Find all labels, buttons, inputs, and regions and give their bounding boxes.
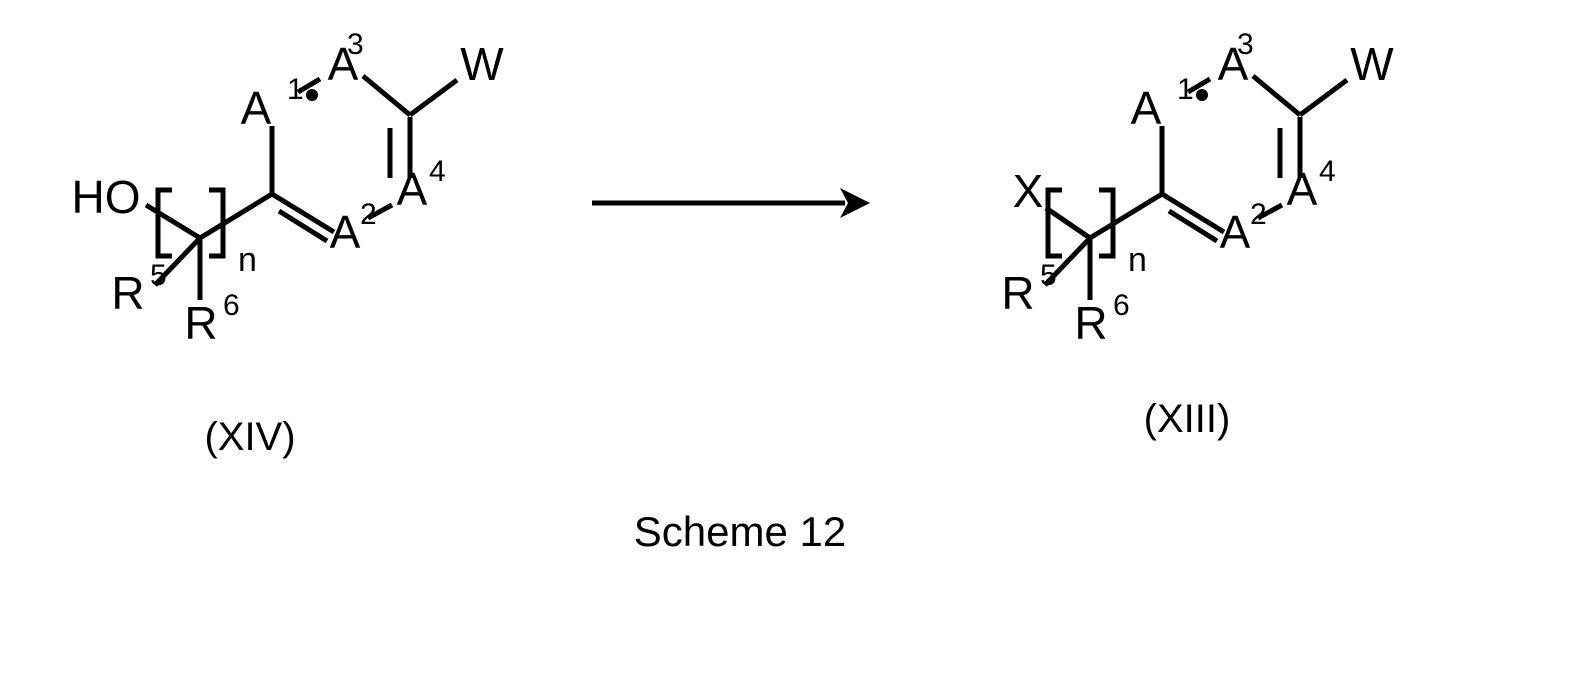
atom-sup-a1: 1: [287, 73, 304, 106]
bond-c-ring: [1088, 191, 1164, 241]
reaction-arrow: [592, 188, 870, 218]
substituent-sup-r5: 5: [1040, 259, 1057, 292]
atom-sup-a2: 2: [360, 198, 377, 231]
atom-label-w: W: [460, 38, 504, 90]
substituent-label-r6: R: [184, 297, 217, 349]
bond-ho-c: [144, 202, 202, 241]
scheme-caption: Scheme 12: [634, 508, 846, 555]
bond-x-c: [1044, 205, 1092, 241]
bond-a3-cw: [361, 74, 412, 117]
substituent-label-r5: R: [1001, 267, 1034, 319]
substituent-sup-r6: 6: [223, 289, 240, 322]
atom-label-a3: A: [1218, 38, 1249, 90]
leaving-group-label-ho: HO: [72, 171, 141, 223]
atom-label-a2: A: [330, 206, 361, 258]
bond-a4-a2: [1256, 202, 1284, 221]
atom-label-a3: A: [328, 38, 359, 90]
bond-cw-w: [1298, 77, 1349, 118]
compound-label-reactant: (XIV): [204, 415, 295, 459]
bond-cring-a2-outer: [270, 191, 336, 235]
repeat-bracket-left: [155, 187, 172, 259]
reactant-structure: A 1 A 3 A 4 A 2 W HO: [72, 28, 505, 459]
bond-a3-cw: [1251, 74, 1302, 117]
atom-label-w: W: [1350, 38, 1394, 90]
reactant-ring-bonds: [269, 74, 459, 244]
atom-sup-a3: 3: [347, 28, 364, 61]
atom-sup-a4: 4: [429, 155, 446, 188]
substituent-label-r6: R: [1074, 297, 1107, 349]
atom-label-a1: A: [1131, 82, 1162, 134]
bond-a1-a3: [1186, 76, 1212, 95]
bond-cring-a2-inner: [1167, 208, 1219, 244]
leaving-group-label-x: X: [1013, 165, 1044, 217]
product-structure: A 1 A 3 A 4 A 2 W X n R: [1001, 28, 1394, 441]
repeat-bracket-right: [209, 187, 226, 259]
atom-label-a2: A: [1220, 206, 1251, 258]
bond-cring-a2-outer: [1160, 191, 1226, 235]
reactant-chain: HO n R 5 R 6: [72, 171, 274, 349]
substituent-sup-r5: 5: [150, 259, 167, 292]
reactant-ring-labels: A 1 A 3 A 4 A 2 W: [241, 28, 505, 258]
repeat-subscript-n: n: [1128, 241, 1147, 279]
bond-cw-w: [408, 77, 459, 118]
product-ring-bonds: [1159, 74, 1349, 244]
bond-a4-a2: [366, 202, 394, 221]
compound-label-product: (XIII): [1144, 397, 1231, 441]
product-ring-labels: A 1 A 3 A 4 A 2 W: [1131, 28, 1395, 258]
atom-label-a1: A: [241, 82, 272, 134]
substituent-sup-r6: 6: [1113, 289, 1130, 322]
repeat-bracket-left: [1045, 187, 1062, 259]
atom-label-a4: A: [1287, 163, 1318, 215]
aromatic-dot-icon: [1196, 89, 1208, 101]
bond-c-r5: [153, 236, 202, 287]
bond-c-r5: [1043, 236, 1092, 287]
atom-sup-a2: 2: [1250, 198, 1267, 231]
bond-cring-a2-inner: [277, 208, 329, 244]
atom-label-a4: A: [397, 163, 428, 215]
arrow-head-icon: [840, 188, 870, 218]
product-chain: X n R 5 R 6: [1001, 165, 1164, 349]
atom-sup-a1: 1: [1177, 73, 1194, 106]
atom-sup-a4: 4: [1319, 155, 1336, 188]
bond-a1-a3: [296, 76, 322, 95]
aromatic-dot-icon: [306, 89, 318, 101]
atom-sup-a3: 3: [1237, 28, 1254, 61]
bond-c-ring: [198, 191, 274, 241]
repeat-subscript-n: n: [238, 241, 257, 279]
repeat-bracket-right: [1099, 187, 1116, 259]
substituent-label-r5: R: [111, 267, 144, 319]
